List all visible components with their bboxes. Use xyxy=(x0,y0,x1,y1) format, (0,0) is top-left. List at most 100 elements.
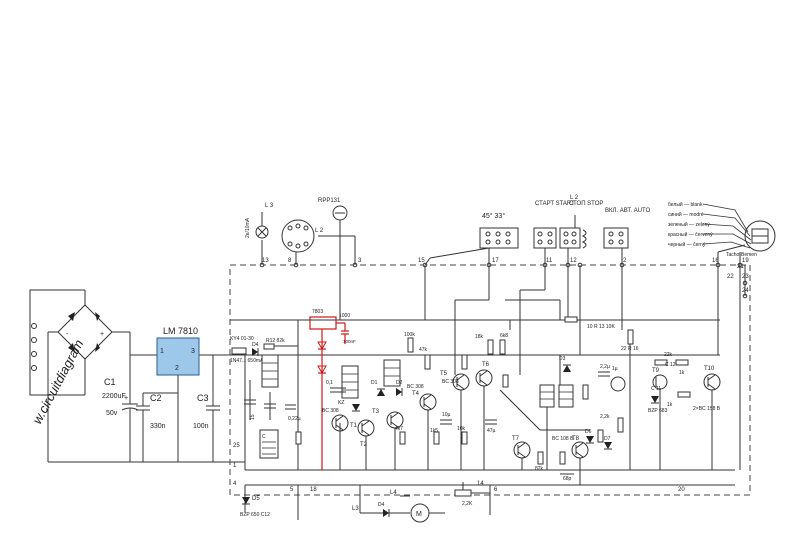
connector-14: 14 xyxy=(477,481,484,487)
d2-label: D2 xyxy=(396,380,403,386)
cap-1u: 1µ xyxy=(612,366,618,372)
t10-type: 2×BC 158 B xyxy=(693,406,721,412)
cap1-label: 0,22µ xyxy=(288,416,301,422)
connector-19: 19 xyxy=(742,258,749,264)
t3-label: T3 xyxy=(372,409,380,415)
capacitor-c3 xyxy=(206,395,220,462)
t6-label: T6 xyxy=(482,362,490,368)
c2-name: C2 xyxy=(150,393,162,403)
connector-3: 3 xyxy=(358,258,362,264)
connector-6: 6 xyxy=(494,487,498,493)
r-82k: 82k xyxy=(535,466,544,472)
connector-17: 17 xyxy=(492,258,499,264)
added-regulator-7803: 7803 1000 100nF xyxy=(309,309,356,470)
lamp-l4-label: L4 xyxy=(390,490,397,496)
r-47k: 47k xyxy=(419,347,428,353)
lamp-l2-top: L 2 xyxy=(570,195,579,201)
regulator-pin-2: 2 xyxy=(175,365,179,372)
r-2k2: 2,2k xyxy=(600,414,610,420)
capacitor-c2 xyxy=(136,392,178,462)
connector-24: 24 xyxy=(742,288,749,294)
lamp-l3-label: L 3 xyxy=(265,203,274,209)
d3-label: D3 xyxy=(559,356,566,362)
connector-11: 11 xyxy=(546,258,553,264)
bzp-label: BZP 683 xyxy=(648,408,668,414)
angles-label: 45° 33° xyxy=(482,212,505,220)
t8-label: T8 xyxy=(572,436,580,442)
cap-47u: 47µ xyxy=(487,428,496,434)
board-diodes: D1 D2 D3 D7 D6 BZP 683 KZ xyxy=(338,356,668,450)
zener-label: 1N47... 650mA/300B xyxy=(230,358,277,364)
lamp-l2-label: L 2 xyxy=(315,228,324,234)
diode-kd-label: KY4 01-30 xyxy=(230,336,254,342)
svg-text:-: - xyxy=(66,331,69,338)
connector-13: 13 xyxy=(262,258,269,264)
t10-label: T10 xyxy=(704,366,715,372)
c-block-label: C xyxy=(262,434,266,440)
r-100k: 100k xyxy=(404,332,415,338)
t9-label: T9 xyxy=(652,368,660,374)
t4-label: T4 xyxy=(412,391,420,397)
bottom-zener-label: BZP 650 C12 xyxy=(240,512,270,518)
red-regulator-label: 7803 xyxy=(312,309,323,315)
motor-section: D4 M L4 2,2K L3 xyxy=(297,482,491,523)
c1-name: C1 xyxy=(104,377,116,387)
connector-23: 23 xyxy=(742,274,749,280)
r-1k-a: 1k xyxy=(667,402,673,408)
auto-label: ВКЛ. АВТ. AUTO xyxy=(605,208,651,214)
start-label: СТАРТ START xyxy=(535,201,575,207)
external-socket-rpp: RPP131 L 2 xyxy=(281,198,356,265)
pot-label: 2,2K xyxy=(462,501,473,507)
bottom-d5-label: D5 xyxy=(252,496,260,502)
switch-auto: ВКЛ. АВТ. AUTO xyxy=(603,208,651,265)
connector-22: 22 xyxy=(727,274,734,280)
bridge-rectifier: - + xyxy=(57,290,113,395)
red-cap-value: 100nF xyxy=(343,339,356,344)
regulator-pin-1: 1 xyxy=(160,348,164,355)
motor-label: M xyxy=(416,511,422,518)
t1-type: BC 308 xyxy=(322,408,339,414)
c1-value: 2200uF xyxy=(102,393,126,400)
external-lamp-l3: L 3 2e/10mA xyxy=(245,203,274,265)
kz-label: KZ xyxy=(338,400,344,406)
c3-value: 100n xyxy=(193,423,209,430)
transistor-t7: T7 xyxy=(512,436,531,459)
switch-start-stop: СТАРТ START СТОП STOP L 2 xyxy=(533,195,603,265)
switch-angles: 45° 33° xyxy=(424,212,519,266)
input-cap-label: 15 xyxy=(250,414,256,420)
connector-4: 4 xyxy=(233,481,237,487)
svg-text:+: + xyxy=(124,395,128,402)
r-1k-b: 1k xyxy=(679,370,685,376)
cap-10u: 10µ xyxy=(442,412,451,418)
connector-5: 5 xyxy=(290,487,294,493)
connector-12: 12 xyxy=(570,258,577,264)
board-capacitors: 0,1 10µ 2,2µ 68p 1µ 47µ xyxy=(326,364,626,482)
t2-label: T2 xyxy=(360,442,368,448)
diode-d4-label: D4 xyxy=(252,342,259,348)
t5-label: T5 xyxy=(440,371,448,377)
main-board-outline xyxy=(229,264,751,496)
transistor-t3: T3 xyxy=(372,409,404,429)
connector-15: 15 xyxy=(418,258,425,264)
c3-name: C3 xyxy=(197,393,209,403)
r12-label: R12 82k xyxy=(266,338,285,344)
c2-value: 330n xyxy=(150,423,166,430)
transistor-t8: T8 BC 108 B xyxy=(552,436,589,459)
cable-green: зеленый — zelený xyxy=(668,221,710,228)
connector-16: 16 xyxy=(712,258,719,264)
right-connectors: 23 24 22 21 25 20 1 5 6 18 14 4 xyxy=(233,264,749,493)
r-1k5: 1k5 xyxy=(430,428,438,434)
t4-type: BC 308 xyxy=(407,384,424,390)
t1-label: T1 xyxy=(350,423,358,429)
transistor-t2: T2 xyxy=(357,419,375,448)
tacho-cable-label: Tacho-Bemen xyxy=(726,252,757,258)
tacho-cable-legend: белый — blank синий — modré зеленый — ze… xyxy=(668,201,776,265)
connector-25: 25 xyxy=(233,443,240,449)
cap-2u2: 2,2µ xyxy=(600,364,610,370)
regulator-title: LM 7810 xyxy=(163,326,198,336)
regulator-pin-3: 3 xyxy=(191,348,195,355)
board-wiring xyxy=(339,265,741,485)
bottom-d4-label: D4 xyxy=(378,502,385,508)
connector-1: 1 xyxy=(233,463,237,469)
